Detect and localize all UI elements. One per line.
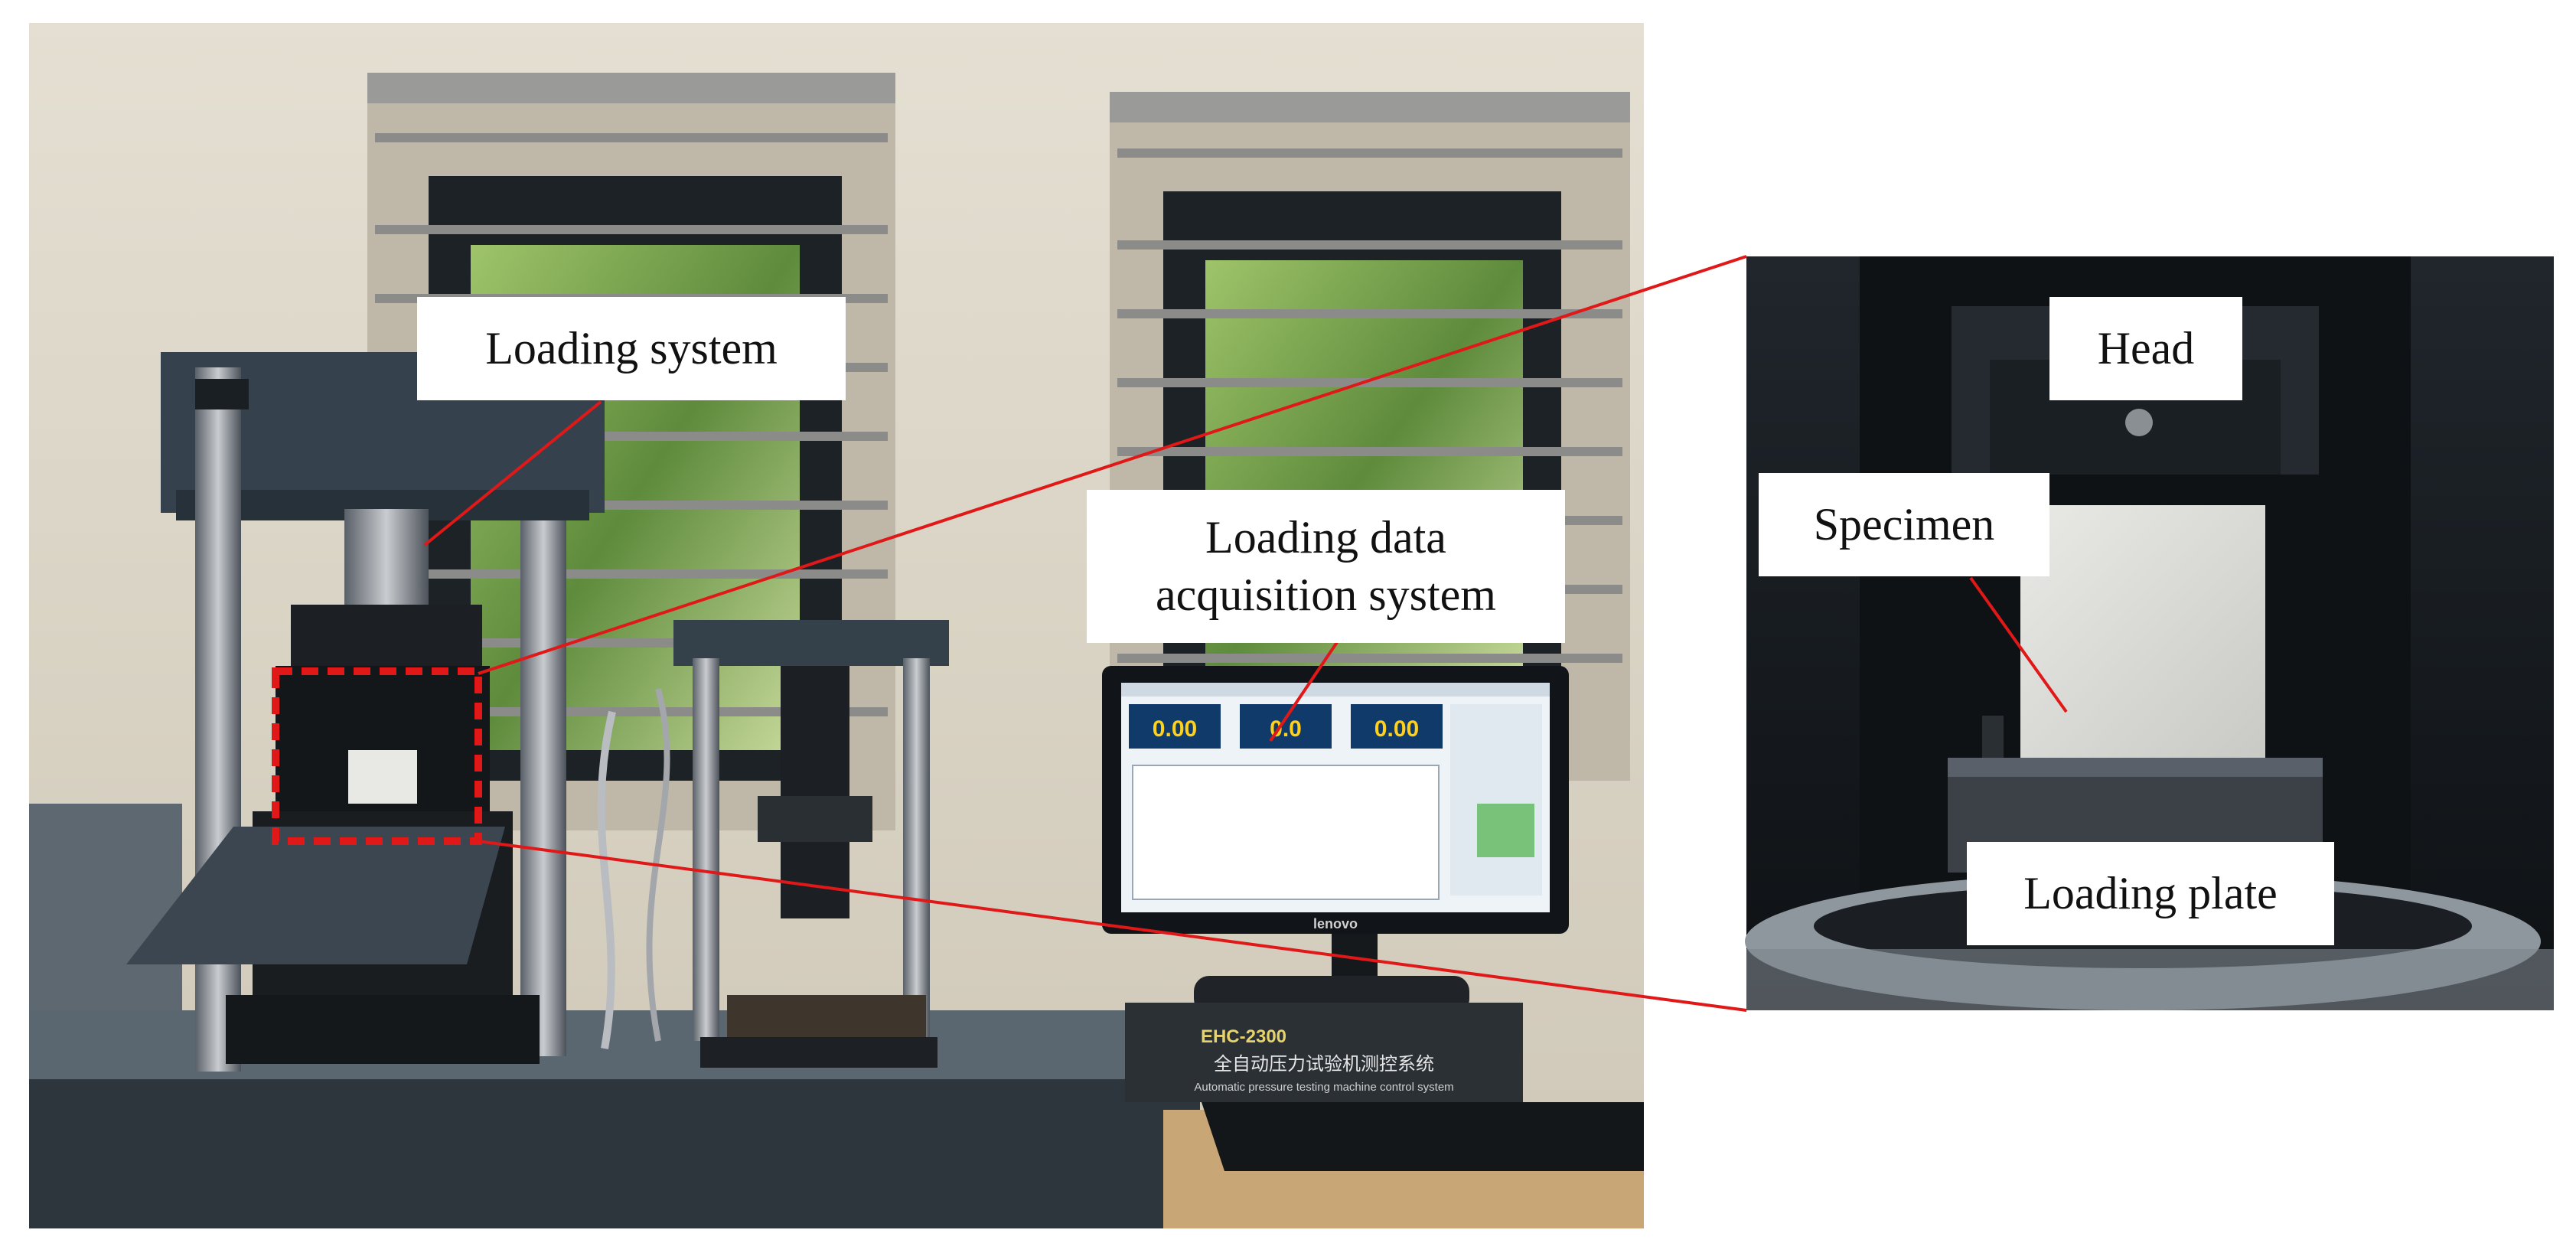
monitor-readout-3: 0.00 [1374,716,1419,742]
label-loading-plate-text: Loading plate [2023,868,2278,918]
controller-model: EHC-2300 [1201,1026,1286,1047]
monitor-brand: lenovo [1313,916,1358,931]
cable [646,687,670,1042]
specimen-block [2020,505,2265,758]
label-loading-system-text: Loading system [485,323,778,374]
label-data-acquisition-line1: Loading data [1205,512,1446,563]
compression-machine-small [673,620,949,1068]
keyboard [1202,1102,1644,1171]
label-specimen: Specimen [1759,473,2049,576]
compression-machine-large [126,352,605,1072]
label-loading-plate: Loading plate [1967,842,2334,945]
label-head: Head [2049,297,2242,400]
label-specimen-text: Specimen [1813,499,1995,550]
label-data-acquisition-system: Loading data acquisition system [1087,490,1565,643]
monitor-readout-1: 0.00 [1153,716,1197,742]
zoom-region-box [272,667,482,845]
callout-lines [272,255,2068,1012]
label-data-acquisition-line2: acquisition system [1156,569,1496,620]
controller-subtitle-en: Automatic pressure testing machine contr… [1194,1081,1453,1094]
label-loading-system: Loading system [417,297,846,400]
controller-box [1125,1003,1523,1102]
label-head-text: Head [2097,323,2195,374]
controller-subtitle-cn: 全自动压力试验机测控系统 [1214,1053,1434,1075]
cable [597,710,616,1049]
